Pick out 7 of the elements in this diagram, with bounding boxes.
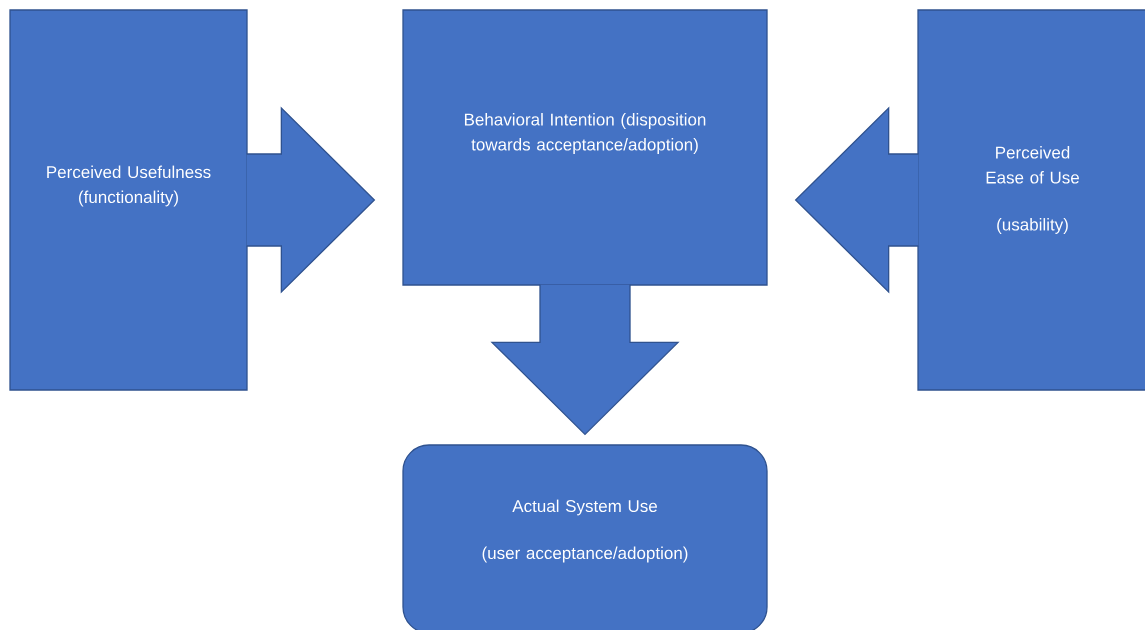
concept-box: Perceived Usefulness (functionality) (9, 9, 248, 391)
block-arrow (246, 106, 376, 294)
concept-box: Perceived Ease of Use (usability) (917, 9, 1145, 391)
block-arrow (490, 284, 680, 436)
concept-box: Behavioral Intention (disposition towards acceptance/adoption) (402, 9, 768, 286)
rounded-box: Actual System Use (user acceptance/adoption) (402, 444, 768, 630)
block-arrow (794, 106, 919, 294)
